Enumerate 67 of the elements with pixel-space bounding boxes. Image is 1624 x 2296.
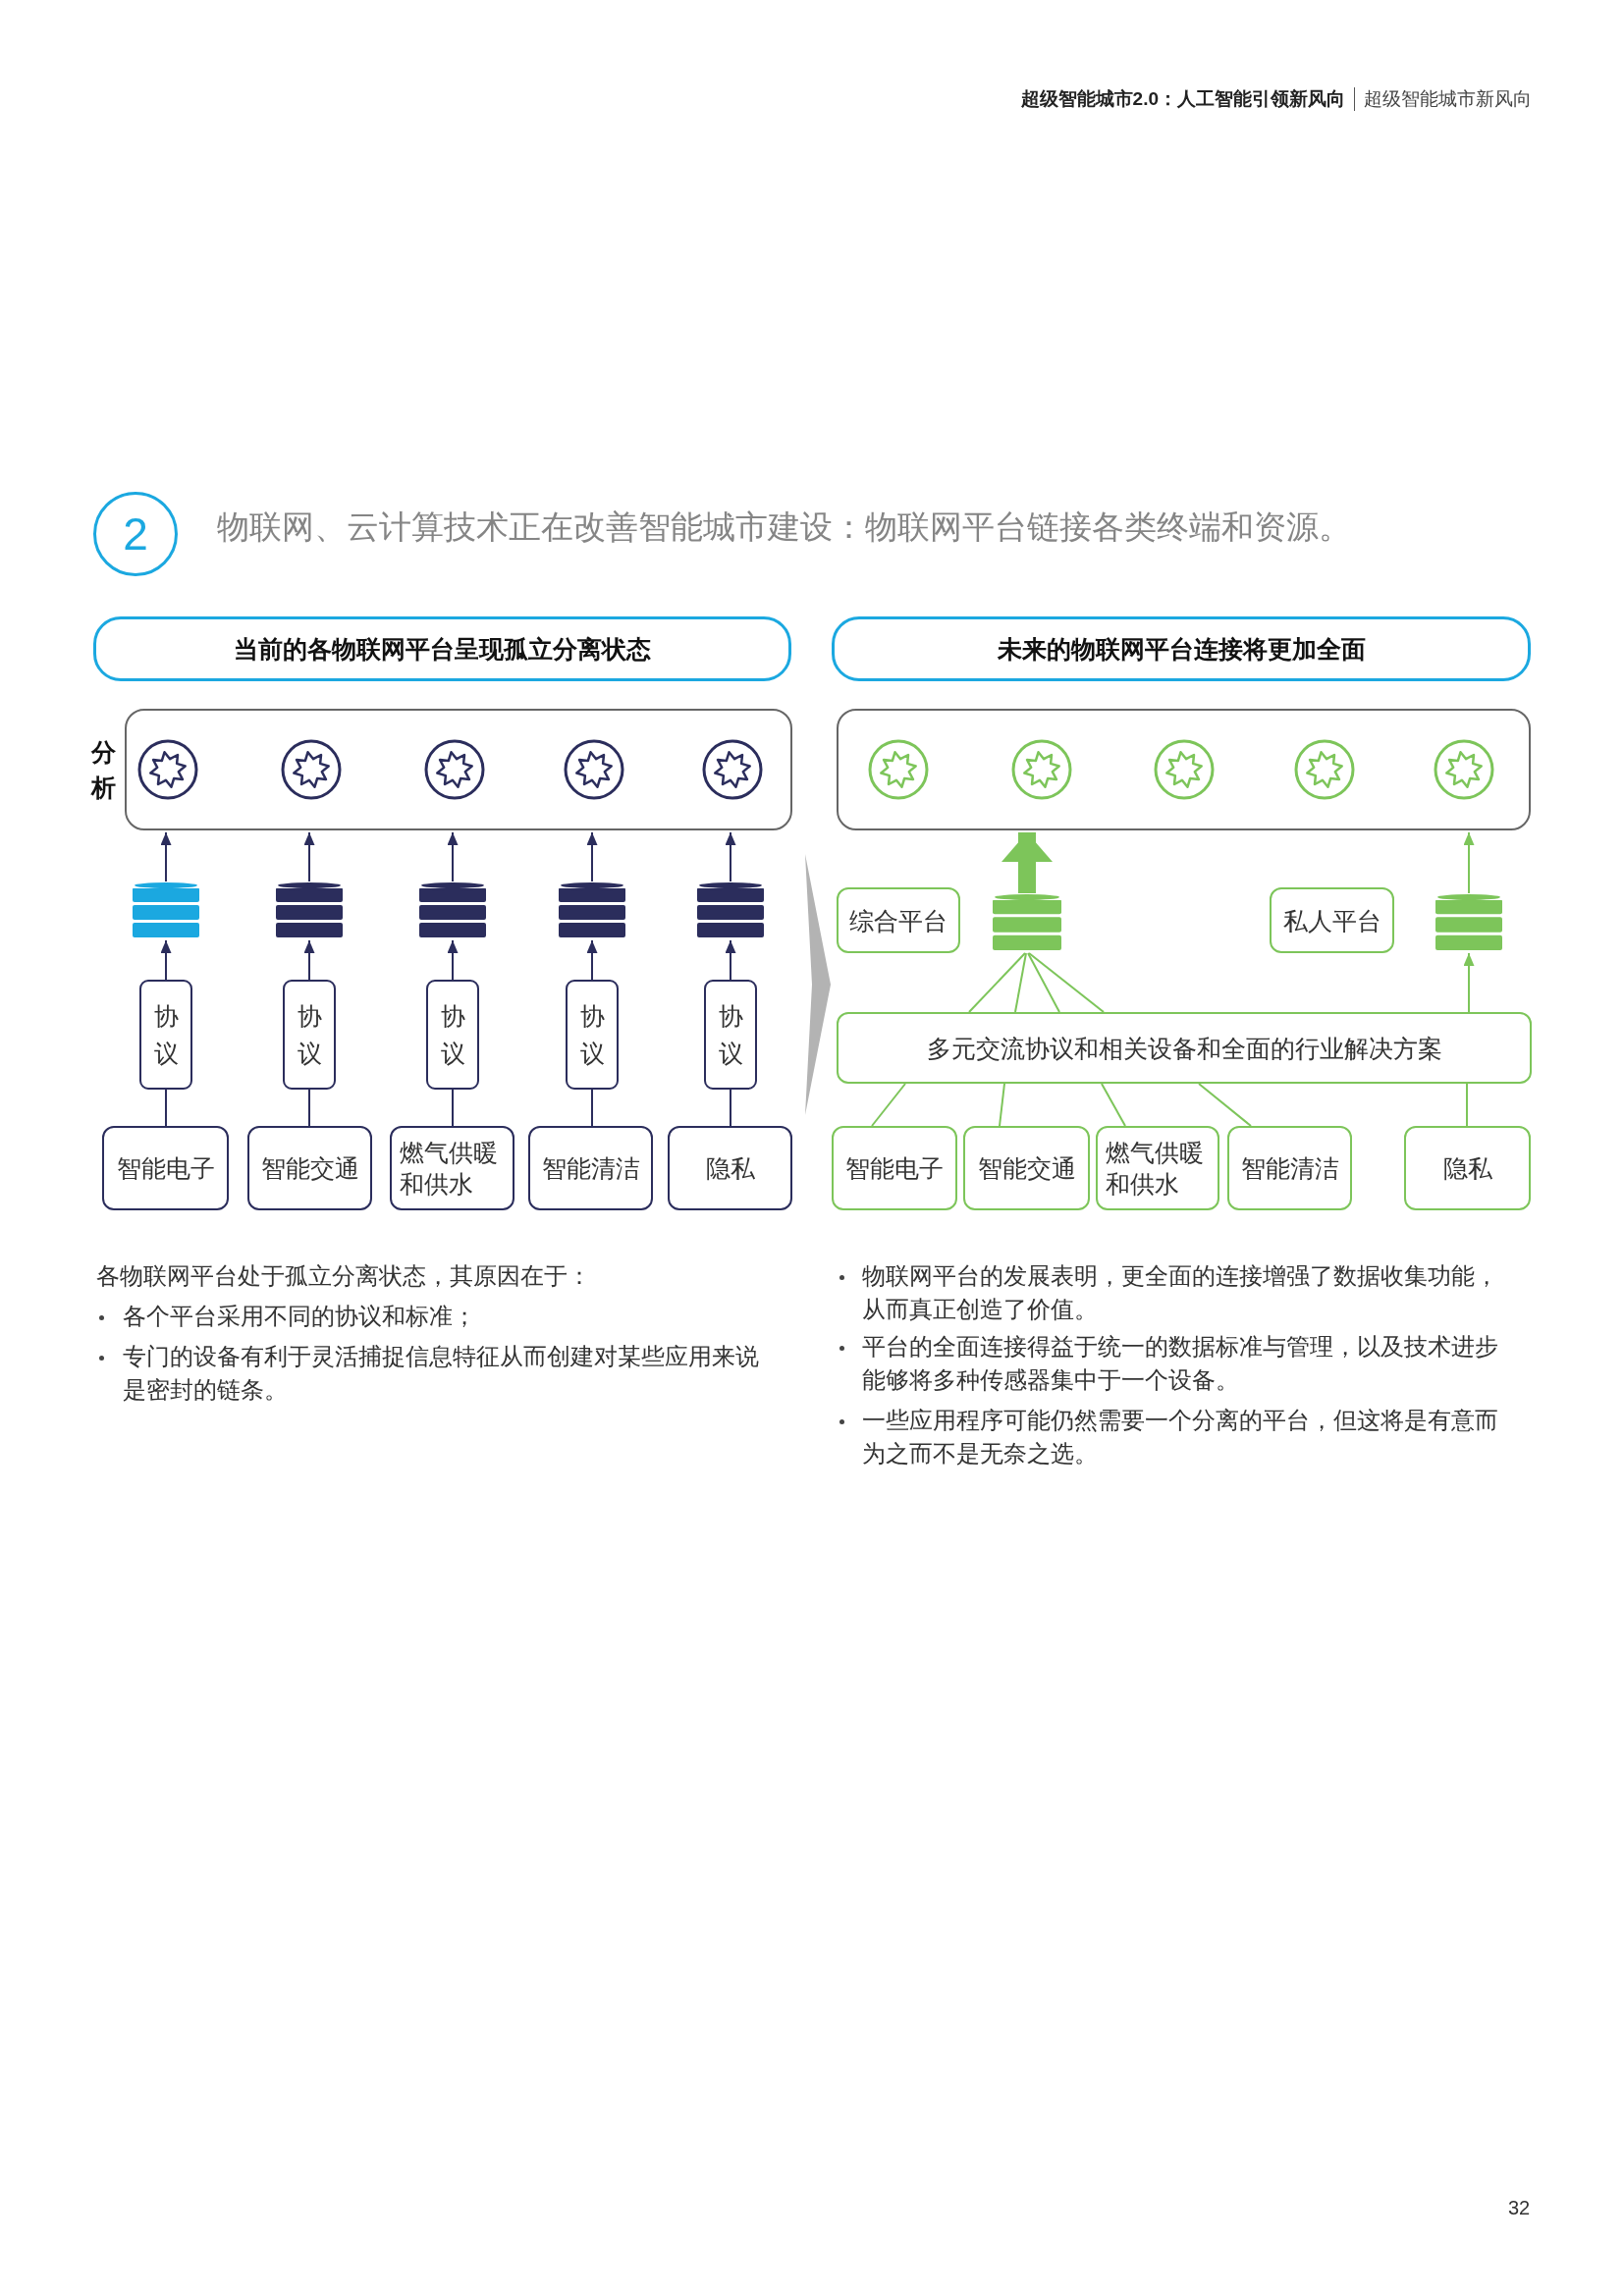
arrow bbox=[160, 939, 172, 981]
bullet-text: 各个平台采用不同的协议和标准； bbox=[123, 1302, 477, 1331]
sector-box: 智能清洁 bbox=[528, 1126, 653, 1210]
database-cylinder bbox=[697, 881, 764, 940]
arrow bbox=[1463, 831, 1475, 894]
platform-box: 综合平台 bbox=[837, 887, 960, 953]
database-cylinder bbox=[1435, 893, 1502, 953]
chevron-shape bbox=[805, 854, 831, 1115]
arrow bbox=[160, 831, 172, 882]
sector-box: 智能电子 bbox=[102, 1126, 229, 1210]
protocol-box: 协议 bbox=[139, 980, 192, 1090]
running-head: 超级智能城市新风向 bbox=[1364, 87, 1532, 111]
connector-line bbox=[1028, 952, 1105, 1013]
arrow bbox=[586, 939, 598, 981]
connector-line bbox=[968, 952, 1026, 1013]
arrow bbox=[447, 939, 459, 981]
arrow bbox=[303, 831, 315, 882]
connector-line bbox=[1027, 952, 1060, 1013]
running-head: 超级智能城市2.0：人工智能引领新风向 bbox=[1020, 87, 1345, 111]
sector-box: 燃气供暖和供水 bbox=[1096, 1126, 1219, 1210]
database-cylinder bbox=[419, 881, 486, 940]
bullet-text: 物联网平台的发展表明，更全面的连接增强了数据收集功能，从而真正创造了价值。 bbox=[862, 1261, 1499, 1324]
step-number-circle: 2 bbox=[93, 492, 178, 576]
arrow bbox=[1463, 952, 1475, 1013]
connector-line bbox=[1101, 1083, 1126, 1127]
page-number: 32 bbox=[1508, 2197, 1531, 2219]
connector-line bbox=[165, 1089, 167, 1127]
connector-line bbox=[1014, 952, 1027, 1013]
protocol-box: 协议 bbox=[426, 980, 479, 1090]
heading-bar: 当前的各物联网平台呈现孤立分离状态 bbox=[93, 616, 791, 681]
protocol-box: 协议 bbox=[566, 980, 619, 1090]
arrow bbox=[303, 939, 315, 981]
database-cylinder bbox=[133, 881, 199, 940]
sector-box: 隐私 bbox=[668, 1126, 792, 1210]
intro-text: 各物联网平台处于孤立分离状态，其原因在于： bbox=[96, 1261, 592, 1291]
database-cylinder bbox=[993, 893, 1061, 953]
connector-line bbox=[871, 1083, 906, 1127]
arrow bbox=[447, 831, 459, 882]
bullet-text: 专门的设备有利于灵活捕捉信息特征从而创建对某些应用来说是密封的链条。 bbox=[123, 1342, 760, 1405]
sector-box: 智能交通 bbox=[963, 1126, 1090, 1210]
block-arrow bbox=[1001, 832, 1053, 893]
platform-box: 私人平台 bbox=[1270, 887, 1394, 953]
sector-box: 隐私 bbox=[1404, 1126, 1531, 1210]
connector-line bbox=[1466, 1083, 1468, 1127]
database-cylinder bbox=[276, 881, 343, 940]
database-cylinder bbox=[559, 881, 625, 940]
sector-box: 燃气供暖和供水 bbox=[390, 1126, 514, 1210]
protocol-box: 协议 bbox=[704, 980, 757, 1090]
connector-line bbox=[308, 1089, 310, 1127]
bullet-text: 平台的全面连接得益于统一的数据标准与管理，以及技术进步能够将多种传感器集中于一个设备。 bbox=[862, 1332, 1499, 1395]
arrow bbox=[725, 939, 736, 981]
connector-line bbox=[1198, 1083, 1252, 1127]
connector-line bbox=[452, 1089, 454, 1127]
connector-line bbox=[591, 1089, 593, 1127]
arrow bbox=[586, 831, 598, 882]
section-title: 物联网、云计算技术正在改善智能城市建设：物联网平台链接各类终端和资源。 bbox=[217, 507, 1352, 547]
heading-bar: 未来的物联网平台连接将更加全面 bbox=[832, 616, 1531, 681]
solution-bar: 多元交流协议和相关设备和全面的行业解决方案 bbox=[837, 1012, 1532, 1084]
side-label: 分析 bbox=[89, 737, 117, 803]
sector-box: 智能交通 bbox=[247, 1126, 372, 1210]
bullet-text: 一些应用程序可能仍然需要一个分离的平台，但这将是有意而为之而不是无奈之选。 bbox=[862, 1406, 1499, 1468]
arrow bbox=[725, 831, 736, 882]
connector-line bbox=[999, 1083, 1005, 1127]
sector-box: 智能电子 bbox=[832, 1126, 957, 1210]
protocol-box: 协议 bbox=[283, 980, 336, 1090]
sector-box: 智能清洁 bbox=[1227, 1126, 1352, 1210]
connector-line bbox=[730, 1089, 731, 1127]
